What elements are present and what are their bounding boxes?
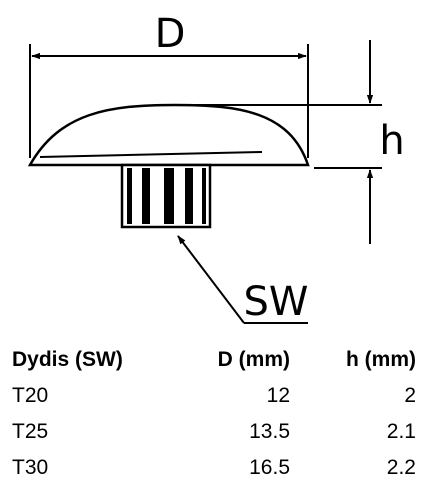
table-row: T20 12 2: [12, 378, 416, 414]
table-cell: 16.5: [249, 456, 290, 479]
cap-dimension-diagram: D h SW: [27, 11, 405, 325]
shank-rib: [127, 168, 132, 224]
column-header-height: h (mm): [346, 348, 416, 371]
table-row: T25 13.5 2.1: [12, 414, 416, 450]
sw-leader-line: [177, 235, 245, 324]
shank-rib: [142, 168, 150, 224]
shank-rib: [164, 168, 174, 224]
table-cell: 2.2: [386, 456, 416, 479]
table-cell: T25: [12, 420, 49, 443]
sw-label: SW: [244, 279, 309, 325]
table-cell: 2.1: [386, 420, 416, 443]
table-header-row: Dydis (SW) D (mm) h (mm): [12, 342, 416, 378]
cap-dome: [27, 103, 310, 167]
table-cell: T20: [12, 384, 49, 407]
spec-table: Dydis (SW) D (mm) h (mm) T20 12 2 T25 13…: [12, 342, 416, 486]
h-label: h: [379, 118, 404, 164]
table-cell: T30: [12, 456, 49, 479]
table-row: T30 16.5 2.2: [12, 450, 416, 486]
column-header-size: Dydis (SW): [12, 348, 123, 371]
shank-rib: [185, 168, 193, 224]
table-cell: 13.5: [249, 420, 290, 443]
column-header-diameter: D (mm): [217, 348, 290, 371]
shank-rib: [202, 168, 206, 224]
table-cell: 2: [404, 384, 416, 407]
cap-highlight-line: [39, 151, 263, 158]
table-cell: 12: [266, 384, 290, 407]
d-label: D: [155, 11, 186, 57]
